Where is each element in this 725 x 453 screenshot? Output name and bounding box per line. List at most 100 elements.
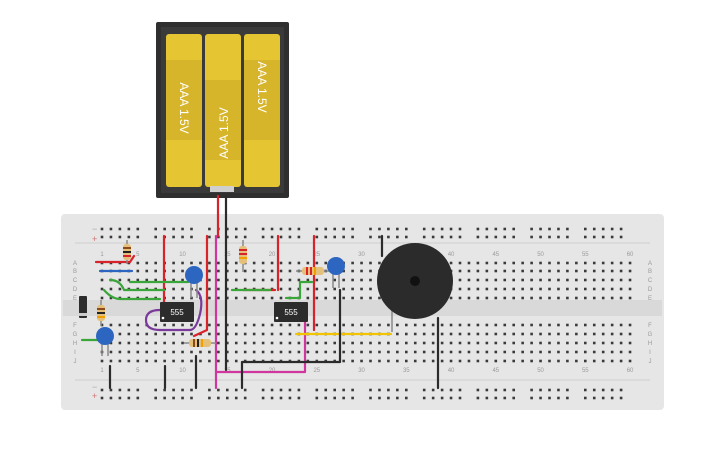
breadboard-hole[interactable]	[279, 323, 283, 327]
breadboard-hole[interactable]	[351, 359, 354, 363]
breadboard-hole[interactable]	[503, 235, 507, 239]
breadboard-hole[interactable]	[342, 323, 345, 327]
breadboard-hole[interactable]	[619, 261, 623, 265]
breadboard-hole[interactable]	[557, 359, 560, 363]
breadboard-hole[interactable]	[566, 396, 569, 400]
breadboard-hole[interactable]	[288, 341, 292, 345]
breadboard-hole[interactable]	[431, 359, 435, 363]
breadboard-hole[interactable]	[601, 269, 605, 273]
breadboard-hole[interactable]	[208, 332, 211, 336]
breadboard-hole[interactable]	[566, 269, 569, 273]
breadboard-hole[interactable]	[100, 296, 104, 300]
breadboard-hole[interactable]	[199, 323, 202, 327]
breadboard-hole[interactable]	[378, 341, 381, 345]
breadboard-hole[interactable]	[449, 359, 453, 363]
breadboard-hole[interactable]	[109, 359, 113, 363]
breadboard-hole[interactable]	[360, 269, 363, 273]
breadboard-hole[interactable]	[584, 332, 587, 336]
breadboard-hole[interactable]	[539, 227, 542, 231]
breadboard-hole[interactable]	[592, 296, 596, 300]
breadboard-hole[interactable]	[181, 323, 184, 327]
breadboard-hole[interactable]	[539, 269, 542, 273]
breadboard-hole[interactable]	[539, 332, 542, 336]
breadboard-hole[interactable]	[333, 227, 336, 231]
breadboard-hole[interactable]	[458, 350, 462, 354]
breadboard-hole[interactable]	[315, 388, 319, 392]
breadboard-hole[interactable]	[360, 350, 363, 354]
breadboard-hole[interactable]	[601, 350, 605, 354]
breadboard-hole[interactable]	[208, 388, 211, 392]
breadboard-hole[interactable]	[181, 388, 184, 392]
breadboard-hole[interactable]	[467, 359, 471, 363]
breadboard-hole[interactable]	[530, 227, 533, 231]
breadboard-hole[interactable]	[369, 278, 372, 282]
breadboard-hole[interactable]	[548, 388, 551, 392]
breadboard-hole[interactable]	[324, 388, 328, 392]
breadboard-hole[interactable]	[154, 396, 157, 400]
breadboard-hole[interactable]	[548, 278, 551, 282]
breadboard-hole[interactable]	[476, 341, 480, 345]
breadboard-hole[interactable]	[360, 323, 363, 327]
battery-cell-3[interactable]: AAA 1.5V	[244, 34, 280, 187]
breadboard-hole[interactable]	[476, 359, 480, 363]
breadboard-hole[interactable]	[270, 296, 274, 300]
breadboard-hole[interactable]	[154, 323, 157, 327]
breadboard-hole[interactable]	[333, 341, 336, 345]
breadboard-hole[interactable]	[458, 296, 462, 300]
breadboard-hole[interactable]	[440, 350, 444, 354]
breadboard-hole[interactable]	[261, 332, 265, 336]
breadboard-hole[interactable]	[127, 235, 131, 239]
breadboard-hole[interactable]	[405, 332, 408, 336]
breadboard-hole[interactable]	[575, 278, 578, 282]
breadboard-hole[interactable]	[199, 350, 202, 354]
breadboard-hole[interactable]	[592, 235, 596, 239]
breadboard-hole[interactable]	[234, 350, 238, 354]
breadboard-hole[interactable]	[324, 278, 328, 282]
breadboard-hole[interactable]	[261, 227, 265, 231]
breadboard-hole[interactable]	[181, 350, 184, 354]
breadboard-hole[interactable]	[333, 278, 336, 282]
breadboard-hole[interactable]	[396, 396, 399, 400]
breadboard-hole[interactable]	[360, 287, 363, 291]
breadboard-hole[interactable]	[154, 350, 157, 354]
breadboard-hole[interactable]	[476, 235, 480, 239]
breadboard-hole[interactable]	[333, 323, 336, 327]
breadboard-hole[interactable]	[378, 359, 381, 363]
breadboard-hole[interactable]	[619, 227, 623, 231]
battery-cell-2[interactable]: AAA 1.5V	[205, 34, 241, 187]
breadboard-hole[interactable]	[610, 341, 614, 345]
breadboard-hole[interactable]	[575, 261, 578, 265]
breadboard-hole[interactable]	[530, 341, 533, 345]
breadboard-hole[interactable]	[172, 296, 175, 300]
breadboard-hole[interactable]	[279, 341, 283, 345]
breadboard-hole[interactable]	[154, 227, 157, 231]
breadboard-hole[interactable]	[539, 235, 542, 239]
breadboard-hole[interactable]	[208, 287, 211, 291]
breadboard-hole[interactable]	[396, 235, 399, 239]
breadboard-hole[interactable]	[422, 235, 426, 239]
breadboard-hole[interactable]	[521, 269, 524, 273]
breadboard-hole[interactable]	[592, 227, 596, 231]
breadboard-hole[interactable]	[217, 332, 220, 336]
breadboard-hole[interactable]	[154, 332, 157, 336]
breadboard-hole[interactable]	[485, 227, 489, 231]
breadboard-hole[interactable]	[118, 332, 122, 336]
breadboard-hole[interactable]	[422, 359, 426, 363]
breadboard-hole[interactable]	[369, 296, 372, 300]
breadboard-hole[interactable]	[494, 278, 498, 282]
breadboard-hole[interactable]	[181, 227, 184, 231]
breadboard-hole[interactable]	[226, 341, 229, 345]
breadboard-hole[interactable]	[217, 261, 220, 265]
breadboard-hole[interactable]	[324, 261, 328, 265]
breadboard-hole[interactable]	[226, 323, 229, 327]
breadboard-hole[interactable]	[297, 388, 301, 392]
breadboard-hole[interactable]	[360, 261, 363, 265]
breadboard-hole[interactable]	[217, 388, 220, 392]
breadboard-hole[interactable]	[405, 396, 408, 400]
breadboard-hole[interactable]	[422, 388, 426, 392]
breadboard-hole[interactable]	[512, 323, 515, 327]
breadboard-hole[interactable]	[270, 261, 274, 265]
breadboard-hole[interactable]	[279, 269, 283, 273]
breadboard-hole[interactable]	[467, 278, 471, 282]
